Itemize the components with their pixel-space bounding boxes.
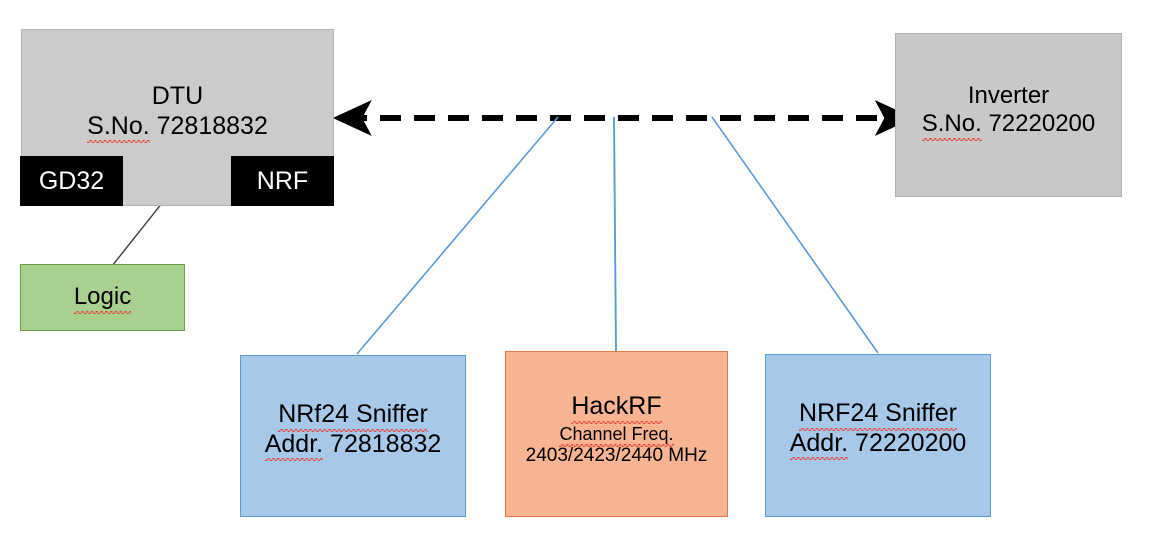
nrf24-sniffer-right-box[interactable]: NRF24 Sniffer Addr. 72220200: [765, 354, 991, 517]
dtu-serial-value: 72818832: [156, 111, 268, 140]
dtu-title: DTU: [151, 82, 204, 110]
inverter-serial-label: S.No.: [921, 110, 982, 141]
inverter-box[interactable]: Inverter S.No. 72220200: [895, 33, 1122, 197]
gd32-chip[interactable]: GD32: [20, 156, 123, 206]
sniffer-right-title: NRF24 Sniffer: [799, 399, 957, 430]
inverter-serial-value: 72220200: [988, 110, 1096, 138]
sniffer-left-addr-value: 72818832: [330, 429, 442, 458]
logic-analyzer-box[interactable]: Logic: [20, 264, 185, 331]
dtu-serial: S.No. 72818832: [87, 111, 268, 143]
sniffer-left-title: NRf24 Sniffer: [278, 400, 428, 431]
sniffer-tap-lines: [356, 116, 879, 355]
sniffer-left-addr: Addr. 72818832: [264, 429, 442, 461]
sniffer-right-addr-value: 72220200: [855, 428, 967, 457]
hackrf-freq-value: 2403/2423/2440 MHz: [525, 444, 708, 466]
nrf-chip[interactable]: NRF: [231, 156, 334, 206]
hackrf-box[interactable]: HackRF Channel Freq. 2403/2423/2440 MHz: [505, 351, 728, 517]
dtu-serial-label: S.No.: [87, 111, 150, 143]
nrf-chip-label: NRF: [256, 166, 309, 195]
nrf24-sniffer-left-box[interactable]: NRf24 Sniffer Addr. 72818832: [240, 355, 466, 517]
hackrf-freq-label: Channel Freq.: [559, 423, 674, 447]
hackrf-title: HackRF: [571, 392, 662, 423]
sniffer-right-addr: Addr. 72220200: [789, 428, 967, 460]
inverter-serial: S.No. 72220200: [921, 110, 1096, 141]
logic-analyzer-label: Logic: [73, 283, 132, 314]
gd32-chip-label: GD32: [38, 166, 105, 195]
sniffer-right-addr-label: Addr.: [789, 428, 849, 460]
inverter-title: Inverter: [967, 82, 1050, 109]
sniffer-left-addr-label: Addr.: [264, 429, 324, 461]
